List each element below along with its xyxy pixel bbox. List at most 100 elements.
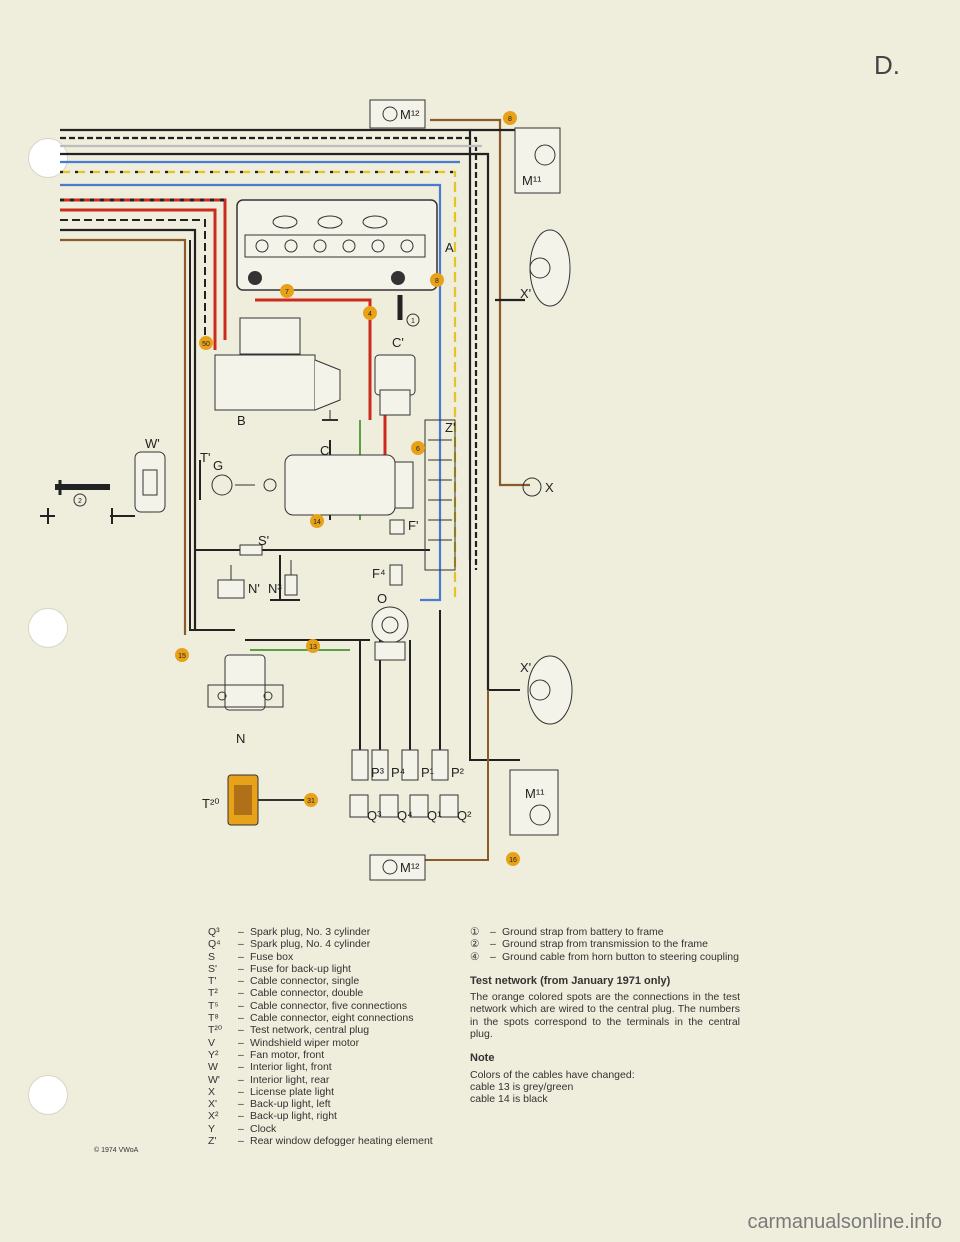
label-t1: T'	[200, 450, 210, 465]
legend-item: Q³–Spark plug, No. 3 cylinder	[208, 926, 433, 938]
license-plate-light	[522, 477, 542, 497]
legend-dash: –	[490, 926, 496, 938]
legend-code: X²	[208, 1110, 219, 1123]
ground-mark-circle	[73, 493, 87, 507]
label-c: C	[320, 443, 329, 458]
legend-dash: –	[238, 1073, 244, 1086]
legend-dash: –	[238, 1110, 244, 1123]
battery	[236, 199, 438, 291]
legend-code: T⁸	[208, 1012, 219, 1025]
test-point: 13	[309, 644, 317, 651]
legend-code: Z'	[208, 1135, 217, 1148]
legend-dash: –	[490, 950, 496, 963]
label-b: B	[237, 413, 246, 428]
label-q3: Q³	[367, 808, 382, 823]
legend-text: Cable connector, five connections	[250, 999, 408, 1012]
ground-mark: 1	[411, 318, 415, 325]
legend-code: W'	[208, 1073, 220, 1086]
label-x: X	[545, 480, 554, 495]
legend-code: T⁵	[208, 999, 219, 1012]
legend-item: T'–Cable connector, single	[208, 975, 433, 987]
legend-code: S'	[208, 962, 218, 975]
legend-item: X² –Back-up light, right	[208, 1110, 433, 1122]
ignition-coil	[207, 654, 284, 711]
test-point: 31	[307, 798, 315, 805]
legend-text: Back-up light, left	[250, 1098, 331, 1111]
legend-item: Y–Clock	[208, 1123, 433, 1135]
bulb-icon	[382, 106, 398, 122]
starter-motor	[214, 317, 341, 421]
legend-text: License plate light	[250, 1085, 335, 1098]
binder-hole	[28, 608, 68, 648]
legend-text: Interior light, rear	[250, 1073, 330, 1086]
legend-code: ①	[470, 926, 480, 938]
legend-dash: –	[238, 1036, 244, 1049]
label-p1: P¹	[421, 765, 435, 780]
backup-light-lower	[527, 655, 573, 725]
light-m11-top	[514, 127, 561, 194]
ground-mark: 2	[78, 498, 82, 505]
brake-light-switch	[389, 519, 405, 535]
legend-item: ②–Ground strap from transmission to the …	[470, 938, 740, 950]
test-point: 6	[416, 446, 420, 453]
legend-item: Y²–Fan motor, front	[208, 1049, 433, 1061]
label-n: N	[236, 731, 245, 746]
test-point: 4	[368, 311, 372, 318]
test-point: 8	[435, 278, 439, 285]
legend-code: Q³	[208, 926, 220, 938]
generator	[263, 454, 414, 516]
interior-light-rear	[134, 451, 166, 513]
spark-plug-connectors	[349, 749, 459, 818]
legend-text: Fuse for back-up light	[250, 962, 351, 975]
legend-code: W	[208, 1061, 218, 1074]
label-m12-top: M¹²	[400, 107, 420, 122]
label-n3: N³	[268, 581, 282, 596]
test-network-text: The orange colored spots are the connect…	[470, 991, 740, 1041]
legend-item: V–Windshield wiper motor	[208, 1037, 433, 1049]
label-g: G	[213, 458, 223, 473]
note-line: Colors of the cables have changed:	[470, 1068, 635, 1081]
legend-text: Fan motor, front	[250, 1048, 325, 1061]
central-plug	[227, 774, 305, 826]
label-c1: C'	[392, 335, 404, 350]
legend-text: Spark plug, No. 4 cylinder	[250, 938, 371, 951]
test-network-heading: Test network (from January 1971 only)	[470, 974, 671, 987]
legend-code: Q⁴	[208, 938, 221, 951]
legend-item: Q⁴–Spark plug, No. 4 cylinder	[208, 938, 433, 950]
legend-item: X–License plate light	[208, 1086, 433, 1098]
test-point: 14	[313, 519, 321, 526]
note-line: cable 13 is grey/green	[470, 1080, 574, 1093]
bulb-icon	[534, 144, 556, 166]
backup-light-upper	[529, 229, 571, 307]
legend-text: Ground strap from battery to frame	[502, 926, 664, 938]
bulb-icon	[529, 804, 551, 826]
label-f1: F'	[408, 518, 418, 533]
legend-dash: –	[490, 938, 496, 951]
legend-code: X	[208, 1085, 216, 1098]
legend-text: Clock	[250, 1122, 277, 1135]
label-x2: X'	[520, 286, 531, 301]
label-p2: P²	[451, 765, 465, 780]
label-w1: W'	[145, 436, 160, 451]
oil-switch	[389, 564, 403, 586]
legend-text: Back-up light, right	[250, 1110, 337, 1123]
test-points: 8 8 7 4 50 6 14 15 13 31 16	[175, 111, 520, 866]
label-a: A	[445, 240, 454, 255]
legend-dash: –	[238, 999, 244, 1012]
label-m11-top: M¹¹	[522, 173, 542, 188]
distributor	[371, 606, 409, 661]
label-s1: S'	[258, 533, 269, 548]
test-point: 16	[509, 857, 517, 864]
legend-dash: –	[238, 1098, 244, 1111]
ground-strap	[40, 480, 135, 524]
legend-text: Cable connector, double	[250, 987, 364, 1000]
light-m11-bottom	[509, 769, 559, 836]
legend-item: W' –Interior light, rear	[208, 1074, 433, 1086]
legend-item: X'–Back-up light, left	[208, 1098, 433, 1110]
legend-item: ④–Ground cable from horn button to steer…	[470, 951, 740, 963]
legend-code: T'	[208, 975, 217, 988]
legend-item: ①–Ground strap from battery to frame	[470, 926, 740, 938]
legend-dash: –	[238, 1061, 244, 1074]
legend-item: S–Fuse box	[208, 951, 433, 963]
